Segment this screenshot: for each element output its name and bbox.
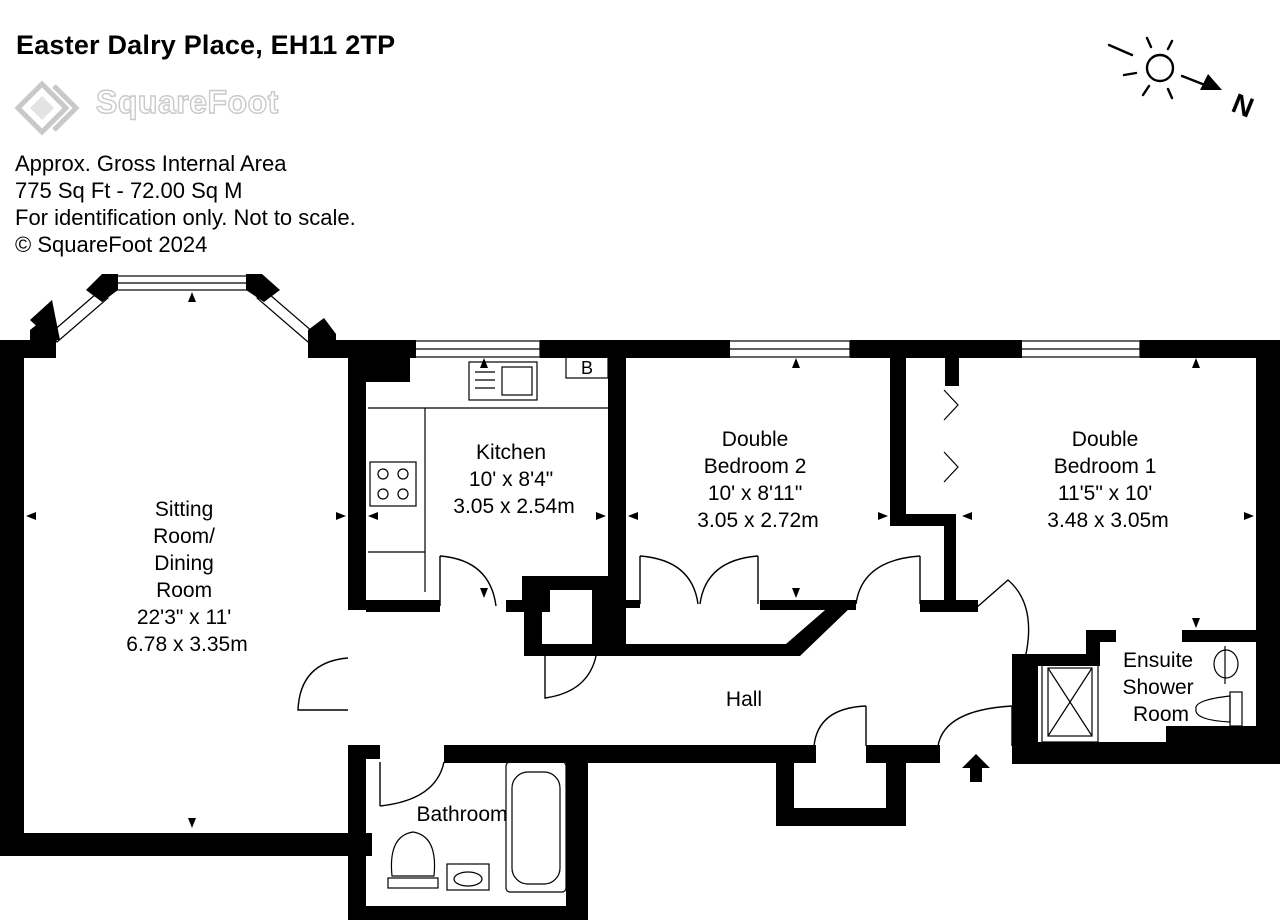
bedroom-1-label: Double Bedroom 1 11'5" x 10' 3.48 x 3.05… (1047, 428, 1168, 532)
sun-icon (1145, 53, 1175, 83)
doors (297, 555, 1030, 807)
basin-icon (1213, 649, 1239, 679)
hob-icon (369, 461, 417, 507)
toilet-icon (390, 831, 436, 877)
sitting-room-label: Sitting Room/ Dining Room 22'3" x 11' 6.… (126, 498, 247, 656)
squarefoot-logo-icon (14, 80, 80, 136)
boiler-label: B (581, 358, 593, 378)
disclaimer: For identification only. Not to scale. (15, 205, 356, 230)
kitchen-label: Kitchen 10' x 8'4" 3.05 x 2.54m (453, 441, 574, 518)
walls (0, 274, 1280, 920)
fixtures (368, 356, 1243, 893)
copyright: © SquareFoot 2024 (15, 232, 208, 257)
room-labels: Sitting Room/ Dining Room 22'3" x 11' 6.… (126, 358, 1199, 826)
sink-icon (468, 361, 538, 401)
north-arrow-icon (1200, 74, 1222, 90)
area-value: 775 Sq Ft - 72.00 Sq M (15, 178, 243, 203)
page-title: Easter Dalry Place, EH11 2TP (16, 30, 396, 60)
bath-icon (505, 761, 567, 893)
bedroom-2-label: Double Bedroom 2 10' x 8'11" 3.05 x 2.72… (697, 428, 818, 532)
entrance-arrow-icon (962, 754, 990, 782)
hall-label: Hall (726, 688, 762, 711)
area-label: Approx. Gross Internal Area (15, 151, 287, 176)
area-info: Approx. Gross Internal Area 775 Sq Ft - … (15, 150, 356, 258)
brand-logo: SquareFoot (14, 78, 314, 140)
dimension-arrows (26, 292, 1254, 828)
north-label: N (1228, 87, 1258, 123)
bathroom-label: Bathroom (416, 803, 507, 826)
compass: N (1107, 36, 1258, 124)
ensuite-toilet-icon (1195, 695, 1231, 723)
ensuite-label: Ensuite Shower Room (1122, 649, 1199, 726)
brand-name: SquareFoot (95, 83, 279, 120)
